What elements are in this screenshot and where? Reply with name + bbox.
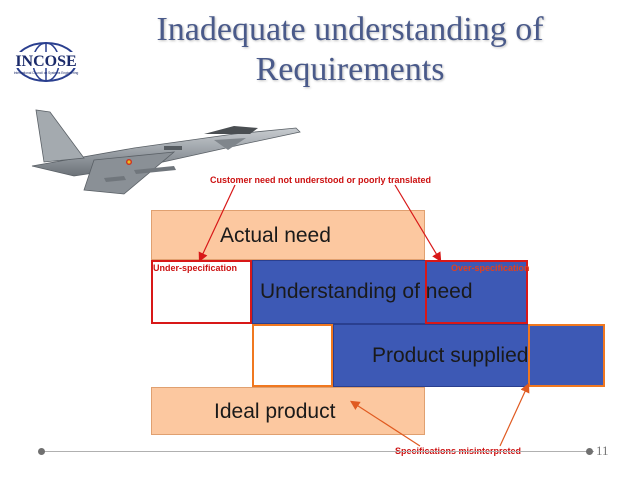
over-specification-label: Over-specification — [451, 263, 530, 273]
actual-need-box — [151, 210, 425, 260]
slide-title-line2: Requirements — [255, 51, 445, 88]
footer-divider — [40, 451, 594, 452]
arrow-to-misinterpreted-right — [499, 382, 530, 447]
product-supplied-box — [333, 324, 605, 387]
understanding-of-need-box — [252, 260, 528, 324]
page-number: 11 — [596, 443, 609, 458]
logo-subtext: International Council on Systems Enginee… — [14, 71, 79, 75]
logo-text: INCOSE — [15, 53, 76, 70]
under-specification-label: Under-specification — [153, 263, 238, 273]
understanding-of-need-label: Understanding of need — [260, 280, 473, 303]
footer-dot-left — [38, 448, 45, 455]
incose-logo: INCOSE International Council on Systems … — [8, 42, 84, 82]
customer-need-annotation: Customer need not understood or poorly t… — [210, 175, 432, 185]
product-supplied-label: Product supplied — [372, 344, 529, 367]
over-specification-outline — [425, 260, 528, 324]
misinterpreted-right-outline — [528, 324, 605, 387]
ideal-product-label: Ideal product — [214, 400, 336, 423]
fighter-jet-image — [31, 109, 301, 195]
slide-title: Inadequate understanding of Requirements — [100, 10, 600, 90]
misinterpreted-left-outline — [252, 324, 333, 387]
slide-title-line1: Inadequate understanding of — [156, 11, 544, 48]
actual-need-label: Actual need — [220, 224, 331, 247]
footer-dot-right — [586, 448, 593, 455]
